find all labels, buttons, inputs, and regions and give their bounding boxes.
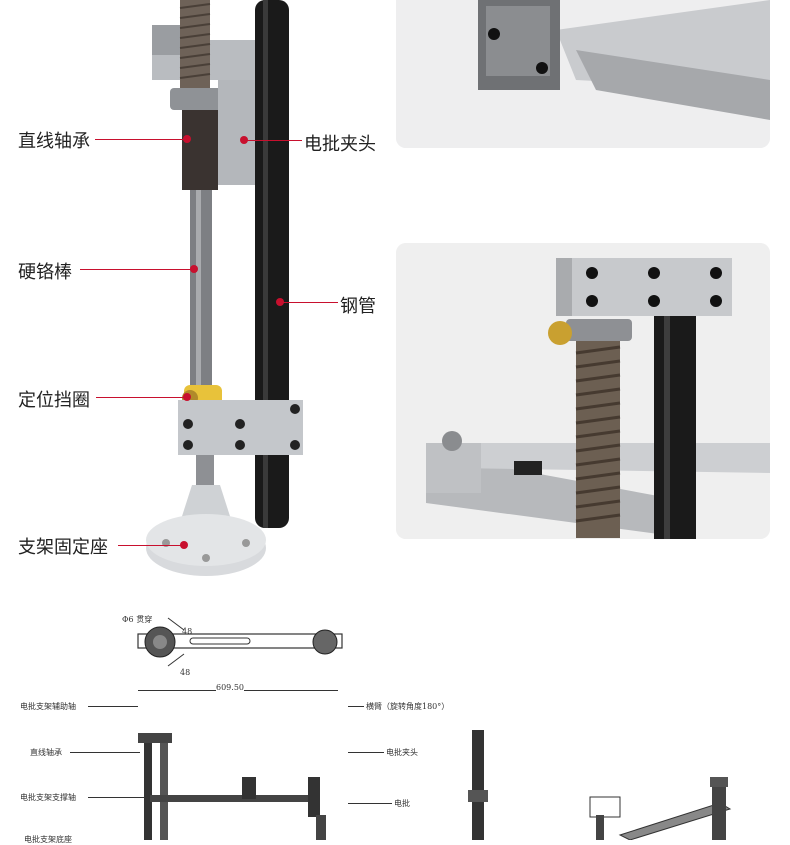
drawing-leader <box>348 752 384 753</box>
drawing-width-dim: 609.50 <box>216 683 244 692</box>
callout-steel-tube: 钢管 <box>340 296 376 317</box>
drawing-hole-label: Φ6 贯穿 <box>122 615 153 624</box>
drawing-label-aux-shaft: 电批支架辅助轴 <box>20 702 76 711</box>
drawing-leader <box>348 706 364 707</box>
drawing-top-view <box>130 612 350 682</box>
callout-dot <box>276 298 284 306</box>
drawing-leader <box>348 803 392 804</box>
detail-photo-arm-end <box>396 0 770 148</box>
callout-chrome-rod: 硬铬棒 <box>18 262 72 283</box>
leader-line <box>80 269 194 270</box>
drawing-leader <box>88 706 138 707</box>
drawing-dim-1: 48 <box>182 627 193 636</box>
callout-linear-bearing: 直线轴承 <box>18 131 90 152</box>
leader-line <box>118 545 184 546</box>
detail-photo-spring-clamp <box>396 243 770 539</box>
leader-line <box>246 140 302 141</box>
callout-stand-base: 支架固定座 <box>18 537 108 558</box>
drawing-leader <box>70 752 140 753</box>
drawing-label-linear-bearing: 直线轴承 <box>30 748 62 757</box>
product-photo-main <box>130 0 320 590</box>
leader-line <box>96 397 186 398</box>
drawing-iso-view <box>580 775 750 841</box>
callout-dot <box>190 265 198 273</box>
leader-line <box>282 302 338 303</box>
callout-dot <box>180 541 188 549</box>
callout-dot <box>183 135 191 143</box>
drawing-label-support-shaft: 电批支架支撑轴 <box>20 793 76 802</box>
drawing-label-screwdriver: 电批 <box>394 799 410 808</box>
drawing-front-view <box>130 725 350 840</box>
callout-screwdriver-clamp: 电批夹头 <box>304 134 376 155</box>
drawing-leader <box>88 797 146 798</box>
drawing-side-view <box>466 730 490 840</box>
callout-positioning-ring: 定位挡圈 <box>18 390 90 411</box>
drawing-label-clamp: 电批夹头 <box>386 748 418 757</box>
callout-dot <box>183 393 191 401</box>
callout-dot <box>240 136 248 144</box>
drawing-label-arm: 横臂（旋转角度180°） <box>366 702 450 711</box>
drawing-dim-2: 48 <box>180 668 191 677</box>
leader-line <box>95 139 187 140</box>
